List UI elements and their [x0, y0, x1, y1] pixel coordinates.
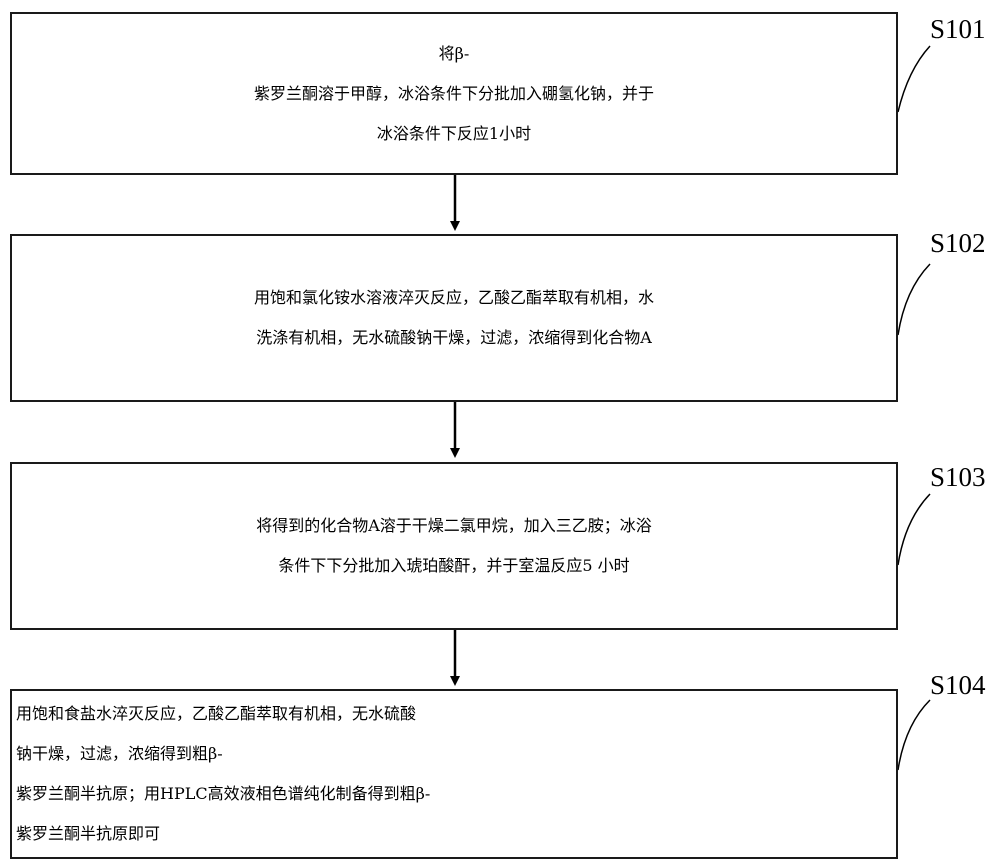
leader-s101 [897, 45, 931, 113]
step-text-line: 用饱和氯化铵水溶液淬灭反应，乙酸乙酯萃取有机相，水 [253, 288, 654, 307]
step-text-line: 紫罗兰酮溶于甲醇，冰浴条件下分批加入硼氢化钠，并于 [253, 83, 654, 103]
step-text-line: 用饱和食盐水淬灭反应，乙酸乙酯萃取有机相，无水硫酸 [16, 704, 417, 723]
leader-s102 [897, 263, 931, 336]
step-label-s101: S101 [930, 14, 986, 44]
step-label-s102: S102 [930, 228, 986, 258]
step-box-s102: 用饱和氯化铵水溶液淬灭反应，乙酸乙酯萃取有机相，水 洗涤有机相，无水硫酸钠干燥，… [10, 234, 898, 402]
step-box-s103: 将得到的化合物A溶于干燥二氯甲烷，加入三乙胺；冰浴 条件下下分批加入琥珀酸酐，并… [10, 462, 898, 630]
step-box-s101: 将β- 紫罗兰酮溶于甲醇，冰浴条件下分批加入硼氢化钠，并于 冰浴条件下反应1小时 [10, 12, 898, 175]
step-text-line: 将β- [438, 43, 470, 63]
step-box-s104: 用饱和食盐水淬灭反应，乙酸乙酯萃取有机相，无水硫酸 钠干燥，过滤，浓缩得到粗β-… [10, 689, 898, 859]
step-label-s104: S104 [930, 670, 986, 700]
step-text-line: 将得到的化合物A溶于干燥二氯甲烷，加入三乙胺；冰浴 [256, 516, 652, 535]
leader-s104 [897, 699, 931, 771]
step-text-line: 紫罗兰酮半抗原即可 [16, 824, 161, 843]
step-label-s103: S103 [930, 462, 986, 492]
step-text-line: 紫罗兰酮半抗原；用HPLC高效液相色谱纯化制备得到粗β- [16, 784, 431, 803]
step-text-line: 冰浴条件下反应1小时 [376, 123, 532, 143]
step-text-line: 钠干燥，过滤，浓缩得到粗β- [16, 744, 223, 763]
step-text-line: 洗涤有机相，无水硫酸钠干燥，过滤，浓缩得到化合物A [256, 328, 652, 347]
leader-s103 [897, 493, 931, 566]
step-text-line: 条件下下分批加入琥珀酸酐，并于室温反应5 小时 [278, 556, 630, 575]
